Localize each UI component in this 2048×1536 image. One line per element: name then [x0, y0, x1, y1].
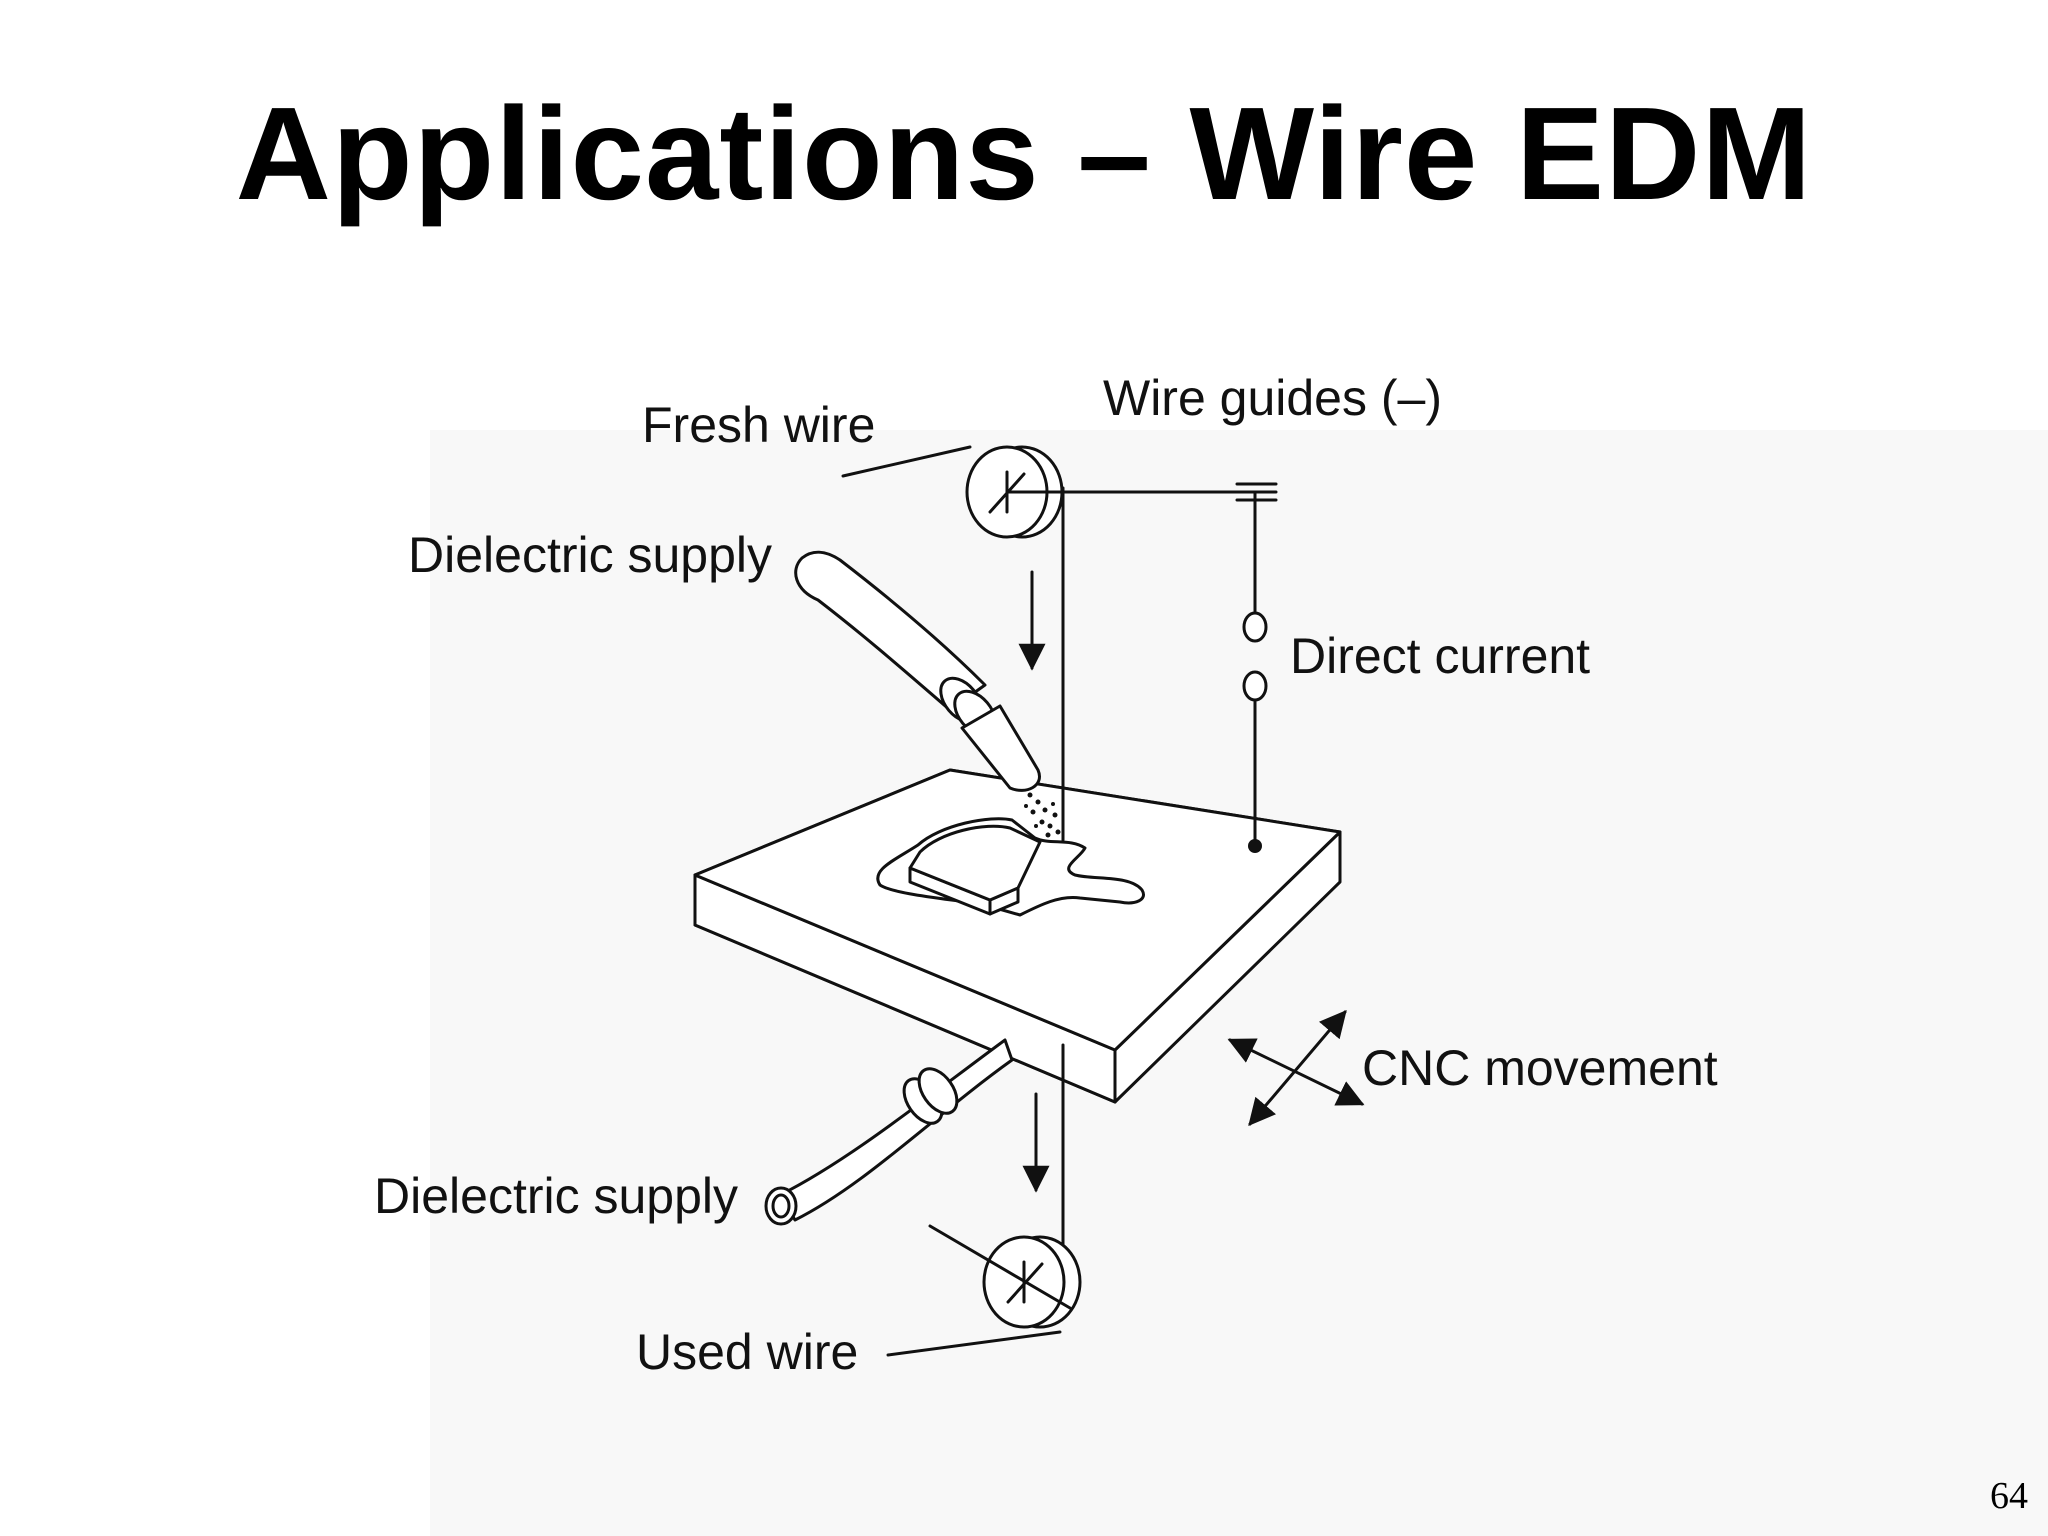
lower-pulley [928, 1224, 1082, 1329]
label-wire-guides: Wire guides (–) [1103, 370, 1442, 426]
label-used-wire: Used wire [636, 1324, 858, 1380]
dielectric-nozzle-top [794, 550, 1041, 792]
used-wire-leader [886, 1330, 1062, 1357]
upper-pulley [965, 445, 1272, 539]
dielectric-spray [1024, 792, 1061, 838]
fresh-wire-leader [841, 445, 972, 478]
figure-background [430, 430, 2048, 1536]
label-dielectric-supply-bottom: Dielectric supply [374, 1168, 738, 1224]
page-number: 64 [1990, 1475, 2028, 1517]
label-dielectric-supply-top: Dielectric supply [408, 527, 772, 583]
label-direct-current: Direct current [1290, 628, 1590, 684]
cut-slot [876, 817, 1145, 917]
dielectric-tube-bottom [764, 1038, 1014, 1226]
label-fresh-wire: Fresh wire [642, 397, 875, 453]
slide-title: Applications – Wire EDM [235, 80, 1813, 227]
label-cnc-movement: CNC movement [1362, 1040, 1718, 1096]
cnc-movement-arrows [1227, 1009, 1365, 1127]
power-supply-circuit [1235, 482, 1278, 853]
